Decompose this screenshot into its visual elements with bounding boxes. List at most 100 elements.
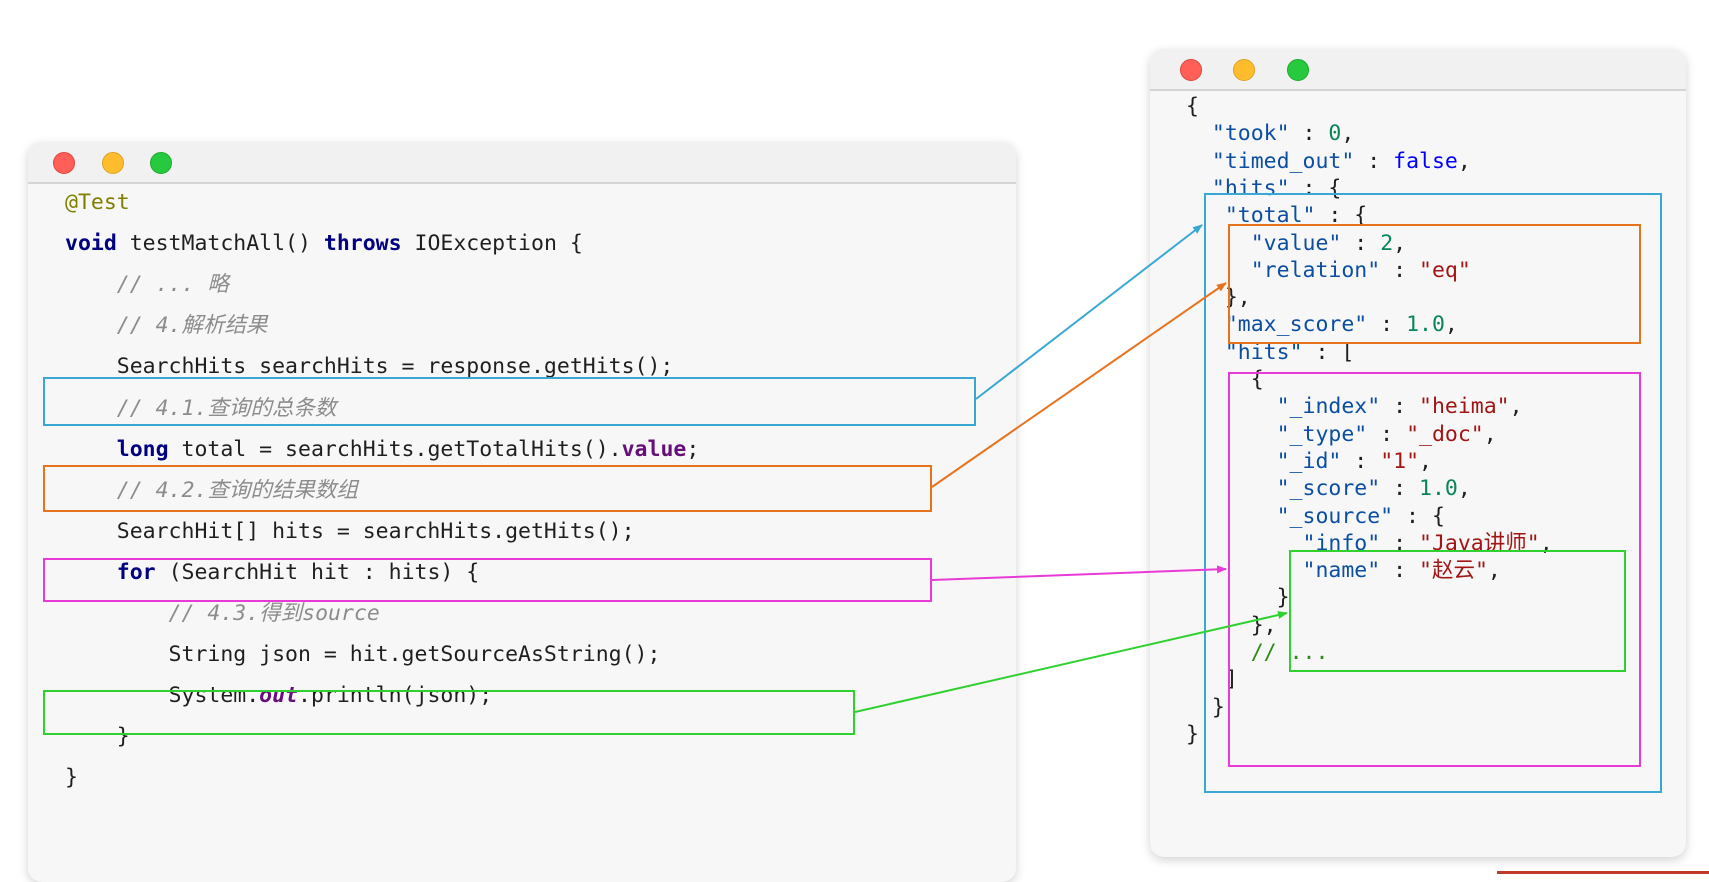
- code-token: // 4.3.得到source: [65, 601, 380, 626]
- code-line: }: [1186, 584, 1290, 612]
- code-token: {: [1186, 94, 1199, 119]
- code-token: : {: [1315, 203, 1368, 229]
- code-line: // 4.1.查询的总条数: [65, 394, 337, 424]
- code-line: {: [1186, 93, 1199, 121]
- code-token: :: [1380, 530, 1420, 556]
- code-token: SearchHits searchHits = response.getHits…: [65, 354, 674, 380]
- code-token: long: [116, 436, 169, 462]
- code-token: }: [1186, 721, 1199, 747]
- code-line: "_type" : "_doc",: [1186, 421, 1497, 449]
- code-token: :: [1380, 257, 1420, 283]
- code-token: : [: [1302, 339, 1355, 365]
- code-token: "name": [1302, 558, 1381, 584]
- json-window-titlebar: [1150, 49, 1686, 91]
- minimize-window-button[interactable]: [1233, 59, 1255, 81]
- code-token: // 4.2.查询的结果数组: [65, 477, 358, 503]
- minimize-window-button[interactable]: [102, 152, 124, 174]
- code-token: "relation": [1250, 257, 1381, 283]
- code-token: :: [1341, 230, 1381, 256]
- highlight-box-source: [43, 690, 855, 735]
- close-window-button[interactable]: [1180, 59, 1202, 81]
- arrow-total-to-total: [931, 282, 1227, 488]
- code-token: : {: [1393, 503, 1445, 529]
- code-line: // 4.2.查询的结果数组: [65, 476, 358, 506]
- code-token: }: [65, 724, 130, 750]
- highlight-box-hits-array: [43, 558, 932, 602]
- code-line: // 4.解析结果: [65, 311, 268, 341]
- code-token: ,: [1483, 421, 1497, 447]
- code-token: :: [1380, 476, 1420, 502]
- code-line: "took" : 0,: [1186, 120, 1354, 148]
- code-line: // 4.3.得到source: [65, 599, 380, 629]
- code-token: String json = hit.getSourceAsString();: [65, 642, 661, 668]
- json-hits-box: [1204, 193, 1662, 793]
- code-token: // ... 略: [65, 272, 229, 298]
- code-token: System.: [65, 683, 260, 709]
- code-line: }: [65, 722, 130, 752]
- code-token: "_id": [1276, 448, 1342, 474]
- code-token: "timed_out": [1211, 148, 1355, 174]
- json-source-box: [1289, 550, 1626, 672]
- maximize-window-button[interactable]: [1287, 59, 1309, 81]
- close-window-button[interactable]: [53, 152, 75, 174]
- code-token: :: [1341, 448, 1381, 474]
- code-token: ,: [1457, 476, 1471, 502]
- code-token: IOException {: [401, 231, 583, 257]
- code-token: .println(json);: [298, 683, 493, 709]
- code-token: "heima": [1419, 394, 1510, 420]
- code-token: total = searchHits.getTotalHits().: [168, 436, 622, 462]
- code-token: value: [621, 436, 687, 462]
- code-line: @Test: [65, 188, 130, 218]
- code-token: (SearchHit hit : hits) {: [155, 559, 480, 585]
- code-token: 1.0: [1406, 312, 1445, 338]
- code-line: "_index" : "heima",: [1186, 393, 1523, 421]
- highlight-box-total: [43, 465, 932, 512]
- code-token: "value": [1250, 230, 1342, 256]
- code-token: false: [1393, 148, 1458, 174]
- corner-decoration: [1497, 871, 1709, 874]
- code-token: }: [65, 765, 78, 791]
- code-line: // ...: [1186, 639, 1329, 667]
- code-line: }: [1186, 694, 1225, 722]
- java-code-window: @Test void testMatchAll() throws IOExcept…: [28, 142, 1016, 882]
- code-line: // ... 略: [65, 270, 229, 300]
- code-token: throws: [323, 231, 402, 257]
- code-token: "1": [1380, 448, 1420, 474]
- code-token: :: [1289, 121, 1329, 147]
- maximize-window-button[interactable]: [150, 152, 172, 174]
- code-token: @Test: [65, 190, 130, 215]
- code-token: ,: [1341, 121, 1355, 147]
- code-line: void testMatchAll() throws IOException {: [65, 229, 583, 259]
- code-token: }: [1186, 585, 1290, 611]
- code-token: testMatchAll(): [116, 231, 324, 257]
- code-token: }: [1186, 694, 1225, 720]
- code-line: "_source" : {: [1186, 503, 1445, 531]
- code-token: "hits": [1211, 175, 1290, 201]
- arrow-hits-array-to-hits: [931, 565, 1227, 581]
- code-token: "took": [1211, 121, 1290, 147]
- code-line: long total = searchHits.getTotalHits().v…: [65, 435, 700, 465]
- code-token: :: [1367, 421, 1407, 447]
- highlight-box-searchhits: [43, 377, 976, 426]
- code-token: "_score": [1276, 476, 1381, 502]
- code-token: // 4.解析结果: [65, 313, 268, 339]
- json-response-window: { "took" : 0, "timed_out" : false, "hits…: [1150, 49, 1686, 857]
- code-token: "赵云": [1419, 558, 1488, 584]
- code-token: 0: [1328, 121, 1342, 147]
- code-token: "_doc": [1406, 421, 1484, 447]
- code-line: String json = hit.getSourceAsString();: [65, 640, 661, 670]
- code-token: ,: [1539, 530, 1553, 556]
- code-token: "_index": [1276, 394, 1381, 420]
- code-line: }: [1186, 721, 1199, 749]
- code-token: ,: [1419, 448, 1432, 474]
- code-token: "_type": [1276, 421, 1368, 447]
- code-token: 2: [1380, 230, 1394, 256]
- java-window-titlebar: [28, 142, 1016, 184]
- code-token: ,: [1457, 148, 1471, 174]
- code-token: ,: [1487, 558, 1501, 584]
- code-token: for: [116, 559, 156, 585]
- code-token: ,: [1509, 394, 1523, 420]
- code-line: "_id" : "1",: [1186, 448, 1432, 476]
- code-token: "max_score": [1224, 312, 1368, 338]
- code-line: "_score" : 1.0,: [1186, 475, 1471, 503]
